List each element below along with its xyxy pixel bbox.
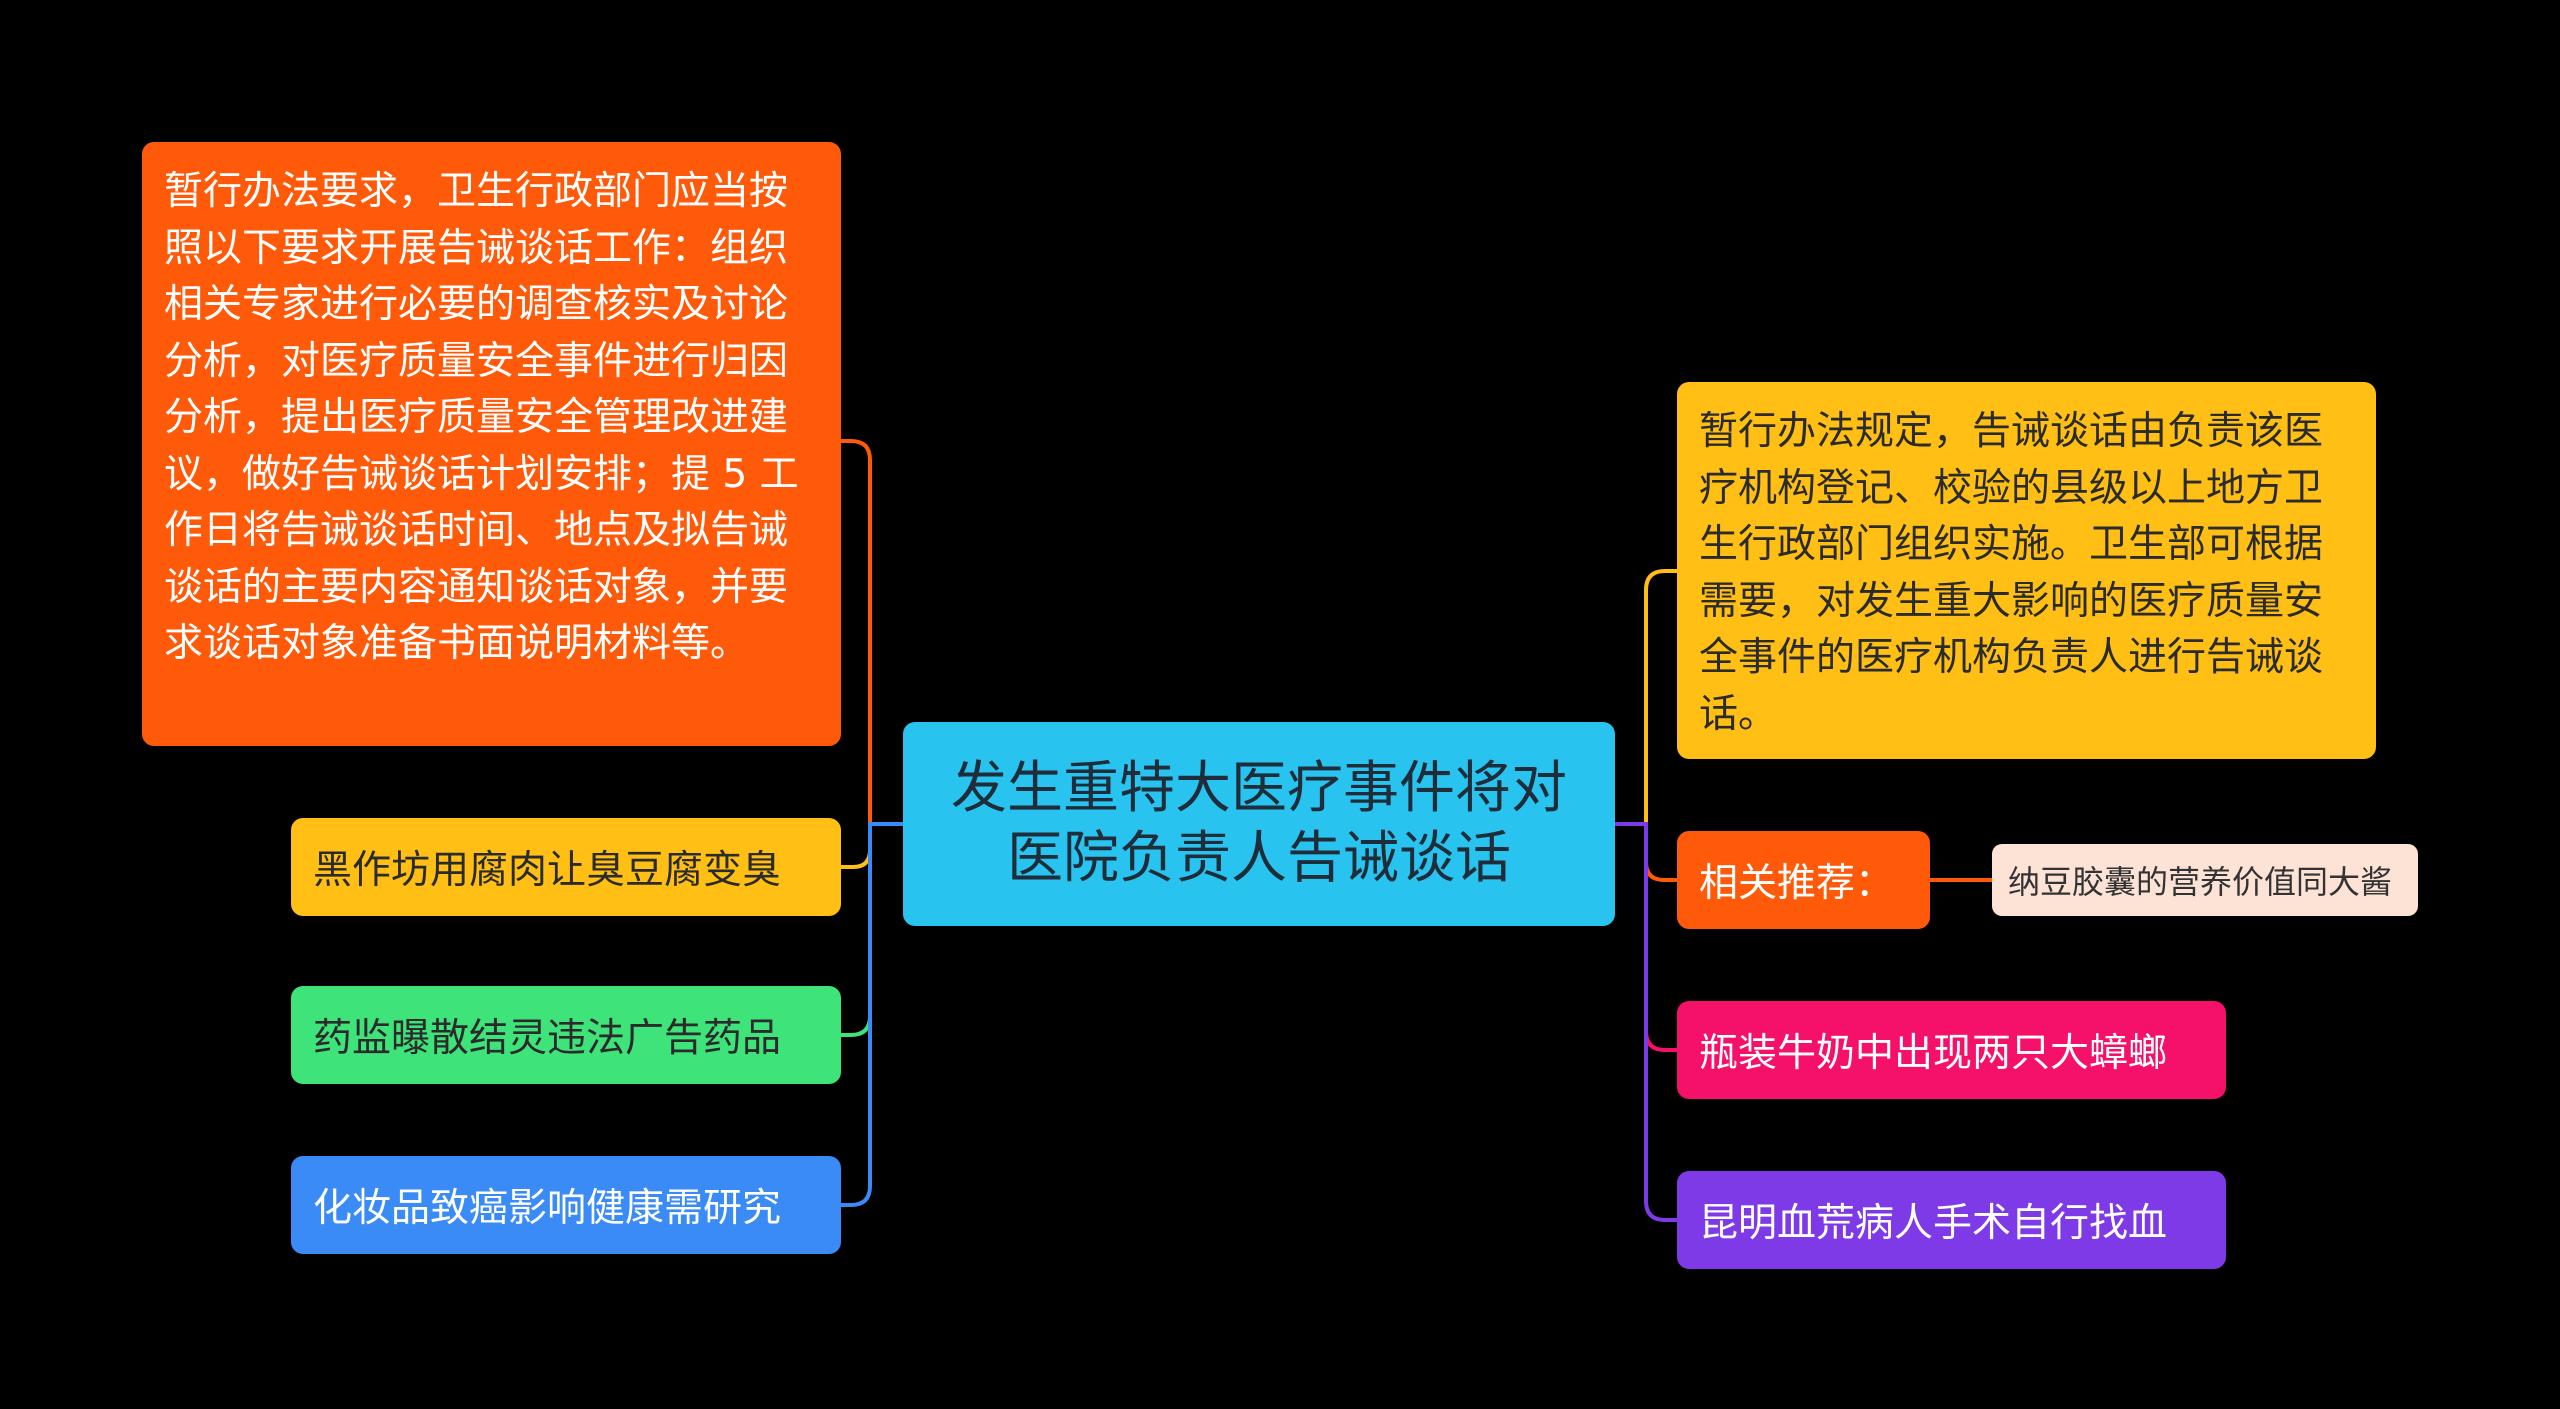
right-topic-label: 暂行办法规定，告诫谈话由负责该医疗机构登记、校验的县级以上地方卫生行政部门组织实…	[1699, 409, 2324, 737]
connector-left-3	[841, 822, 903, 1207]
right-topic-label: 瓶装牛奶中出现两只大蟑螂	[1699, 1031, 2168, 1076]
right-topic-milk-cockroach[interactable]: 瓶装牛奶中出现两只大蟑螂	[1677, 1001, 2226, 1099]
connector-left-0	[841, 439, 903, 826]
left-topic-regulation-requirements[interactable]: 暂行办法要求，卫生行政部门应当按照以下要求开展告诫谈话工作：组织相关专家进行必要…	[142, 142, 841, 746]
left-topic-label: 化妆品致癌影响健康需研究	[313, 1186, 782, 1231]
connector-right-3	[1615, 822, 1677, 1222]
left-topic-drug-ad[interactable]: 药监曝散结灵违法广告药品	[291, 986, 841, 1084]
right-topic-blood-shortage[interactable]: 昆明血荒病人手术自行找血	[1677, 1171, 2226, 1269]
right-topic-regulation-provisions[interactable]: 暂行办法规定，告诫谈话由负责该医疗机构登记、校验的县级以上地方卫生行政部门组织实…	[1677, 382, 2376, 759]
right-topic-related-recommendations[interactable]: 相关推荐：	[1677, 831, 1930, 929]
right-topic-label: 昆明血荒病人手术自行找血	[1699, 1201, 2168, 1246]
left-topic-label: 药监曝散结灵违法广告药品	[313, 1016, 782, 1061]
right-topic-label: 相关推荐：	[1699, 861, 1895, 906]
central-topic-label: 发生重特大医疗事件将对医院负责人告诫谈话	[951, 756, 1567, 891]
connector-right-0	[1615, 569, 1677, 826]
central-topic[interactable]: 发生重特大医疗事件将对医院负责人告诫谈话	[903, 722, 1615, 926]
left-topic-stinky-tofu[interactable]: 黑作坊用腐肉让臭豆腐变臭	[291, 818, 841, 916]
left-topic-cosmetics[interactable]: 化妆品致癌影响健康需研究	[291, 1156, 841, 1254]
recommendation-natto[interactable]: 纳豆胶囊的营养价值同大酱	[1992, 844, 2418, 916]
left-topic-label: 暂行办法要求，卫生行政部门应当按照以下要求开展告诫谈话工作：组织相关专家进行必要…	[164, 169, 799, 666]
recommendation-label: 纳豆胶囊的营养价值同大酱	[2008, 863, 2393, 901]
left-topic-label: 黑作坊用腐肉让臭豆腐变臭	[313, 848, 782, 893]
